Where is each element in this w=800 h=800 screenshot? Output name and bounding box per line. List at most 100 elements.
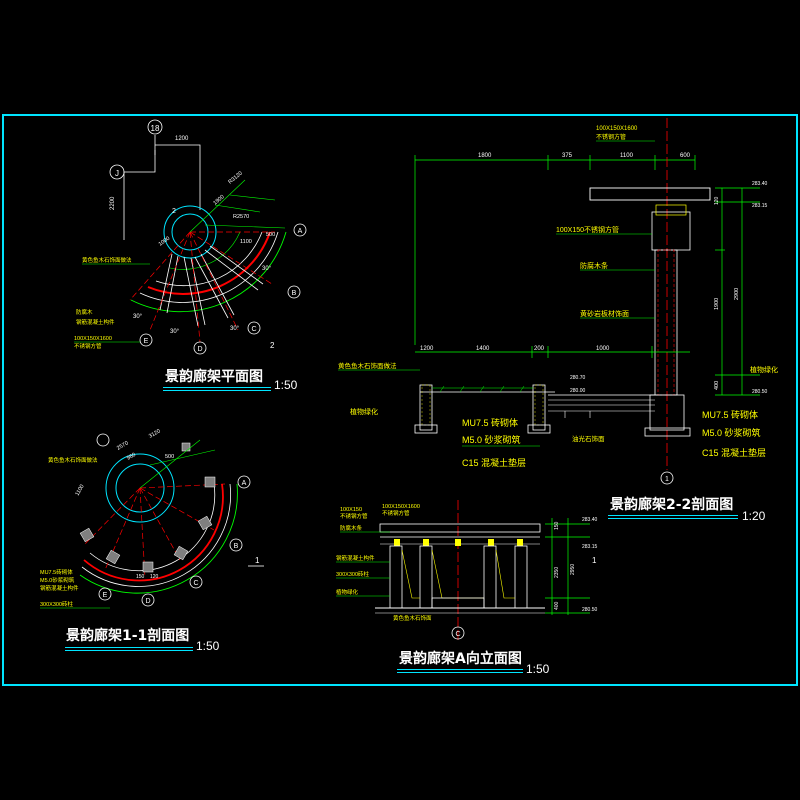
sec22-label-yellow: 黄色鱼木石饰面做法	[338, 361, 397, 370]
plan-red-arc	[147, 231, 271, 295]
elevationA-title-underline-2	[397, 672, 523, 673]
sec22-top-note-1: 100X150X1600	[596, 126, 638, 132]
sec22-dim-600: 600	[680, 153, 691, 159]
plan-angle-30d: 30°	[133, 314, 143, 320]
sec22-dim-375: 375	[562, 153, 573, 159]
elevation-a-view: 100X150 不锈钢方管 防腐木条 100X150X1600 不锈钢方管 钢筋…	[336, 500, 598, 640]
sec11-outer-circle	[105, 453, 175, 523]
section11-title-underline-2	[65, 650, 193, 651]
sec22-label-green: 植物绿化	[750, 365, 778, 374]
section22-scale: 1:20	[742, 509, 766, 523]
sec22-label-green2: 植物绿化	[350, 407, 378, 416]
plan-title-underline-2	[163, 390, 271, 391]
plan-section-mark-2b: 2	[172, 208, 176, 215]
plan-arc-3	[169, 231, 241, 270]
sec22-label-c15: C15 混凝土垫层	[462, 457, 526, 468]
sec11-dim-500: 500	[165, 454, 174, 460]
sec22-dim-120: 120	[714, 196, 720, 205]
plan-dim-1200: 1200	[175, 136, 189, 142]
elevA-note-8: 黄色鱼木石饰面	[393, 614, 432, 622]
sec22-label-m5: M5.0 砂浆砌筑	[462, 434, 521, 445]
section-2-2-view: 1800 375 1100 600 100X150X1600 不锈钢方管 100…	[338, 118, 778, 485]
elevA-note-2: 不锈钢方管	[340, 512, 368, 520]
elevA-note-1: 100X150	[340, 507, 362, 513]
plan-axis-b: B	[292, 290, 297, 297]
sec11-axis-b: B	[234, 543, 239, 550]
plan-axis-e: E	[144, 338, 149, 345]
sec11-section-mark: 1	[255, 556, 260, 565]
plan-grid-bubble-top	[147, 119, 163, 135]
plan-dim-1000: 1000	[158, 236, 171, 248]
sec22-dim-1200: 1200	[420, 346, 434, 352]
sec11-dim-1100: 1100	[75, 484, 86, 497]
elevA-note-7: 300X300砖柱	[336, 570, 370, 578]
section-1-1-view: 2570 3120 960 500 1100 A B C D E 1 150 1…	[40, 428, 264, 609]
sec11-note-3: M5.0砂浆砌筑	[40, 576, 75, 584]
plan-note-3: 钢筋混凝土构件	[76, 318, 115, 326]
sec22-elev-2: 283.15	[752, 203, 768, 209]
sec22-dim-200: 200	[534, 346, 545, 352]
section11-scale: 1:50	[196, 639, 220, 653]
sec22-dim-2900: 2900	[734, 288, 740, 300]
elevA-note-4: 100X150X1600	[382, 504, 420, 510]
sec22-label-stone: 黄砂岩板材饰面	[580, 309, 629, 318]
section22-title-underline-2	[608, 518, 738, 519]
sec22-elev-top: 283.40	[752, 181, 768, 187]
sec11-axis-e: E	[103, 592, 108, 599]
sec22-dim-1400: 1400	[476, 346, 490, 352]
elevA-note-9: 植物绿化	[336, 588, 359, 596]
sec11-dim-120: 120	[150, 574, 159, 580]
plan-axis-c: C	[251, 326, 256, 333]
plan-dim-2200: 2200	[110, 196, 116, 210]
plan-note-1: 黄色鱼木石饰面做法	[82, 256, 132, 264]
sec22-label-tube: 100X150不锈钢方管	[556, 225, 619, 234]
sec22-dim-1900: 1900	[714, 298, 720, 310]
sec22-dim-1800: 1800	[478, 153, 492, 159]
sec22-label-m5-r: M5.0 砂浆砌筑	[702, 427, 761, 438]
elevA-note-6: 钢筋混凝土构件	[336, 554, 375, 562]
section11-title: 景韵廊架1-1剖面图	[66, 628, 190, 644]
elevA-dim-150: 150	[554, 521, 560, 530]
sec11-axis-d: D	[145, 598, 150, 605]
elevA-dim-400: 400	[554, 601, 560, 610]
sec11-note-5: 300X300砖柱	[40, 600, 74, 608]
sec22-axis: 1	[665, 476, 669, 483]
sec22-label-stone2: 油光石饰面	[572, 434, 605, 443]
plan-axis-d: D	[197, 346, 202, 353]
plan-axis-a: A	[298, 228, 303, 235]
elevA-top-beam	[379, 523, 541, 533]
sec11-red-arc	[83, 483, 224, 582]
sec22-label-wood: 防腐木条	[580, 261, 608, 270]
plan-scale: 1:50	[274, 378, 298, 392]
plan-center-circle-outer	[163, 205, 217, 259]
elevA-dim-2950: 2950	[570, 564, 576, 575]
sec11-dim-3120: 3120	[148, 428, 162, 439]
section22-title-underline	[608, 515, 738, 516]
sec22-dim-1000: 1000	[596, 346, 610, 352]
sec11-note-1: 黄色鱼木石饰面做法	[48, 456, 98, 464]
plan-angle-30c: 30°	[170, 329, 180, 335]
elevA-elev-2: 283.15	[582, 544, 598, 550]
plan-grid-top-label: 18	[151, 124, 160, 133]
plan-angle-30a: 30°	[262, 266, 272, 272]
sec22-elev-base: 280.00	[570, 388, 586, 394]
plan-view: 18 J 1200 2200	[74, 119, 307, 355]
section22-title: 景韵廊架2-2剖面图	[610, 497, 734, 513]
sec22-elev-mid: 280.70	[570, 375, 586, 381]
sec22-label-mu-r: MU7.5 砖砌体	[702, 409, 758, 420]
plan-inner-arc	[155, 231, 263, 287]
sec11-inner-circle	[115, 463, 165, 513]
plan-dim-r2570: R2570	[233, 214, 249, 220]
sec11-note-4: 钢筋混凝土构件	[40, 584, 79, 592]
plan-grid-left-label: J	[115, 169, 119, 178]
plan-note-2: 防腐木	[76, 308, 93, 316]
sec11-note-2: MU7.5砖砌体	[40, 568, 73, 576]
elevA-note-5: 不锈钢方管	[382, 509, 410, 517]
plan-dim-1100: 1100	[240, 239, 252, 245]
elevationA-title-underline	[397, 669, 523, 670]
sec11-axis-a: A	[242, 480, 247, 487]
plan-note-5: 不锈钢方管	[74, 342, 102, 350]
sec22-dim-400: 400	[714, 381, 720, 390]
elevA-elev-1: 283.40	[582, 517, 598, 523]
